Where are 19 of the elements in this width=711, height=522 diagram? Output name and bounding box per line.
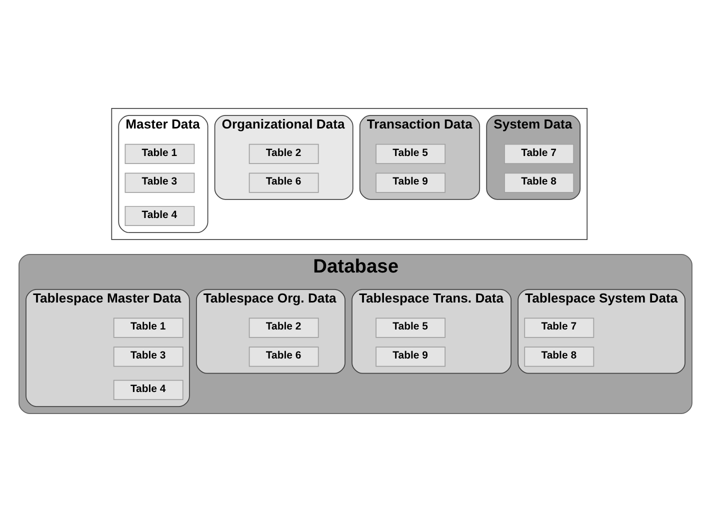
node-box: Table 3	[124, 172, 195, 193]
node-box: Table 7	[524, 318, 594, 338]
node-box: Table 5	[376, 144, 446, 164]
node-box: Table 8	[504, 172, 574, 193]
node-box: Table 5	[376, 318, 446, 338]
node-box: Table 6	[248, 172, 319, 193]
node-box: Table 1	[113, 318, 184, 338]
node-box: Table 4	[113, 380, 184, 400]
node-box: Table 7	[504, 144, 574, 164]
node-box: Table 2	[248, 318, 319, 338]
node-box: Table 1	[124, 144, 195, 164]
node-box: Table 9	[376, 172, 446, 193]
cluster	[111, 108, 588, 240]
node-box: Table 9	[376, 346, 446, 367]
node-box: Table 3	[113, 346, 184, 367]
node-box: Table 4	[124, 206, 195, 226]
node-box: Table 6	[248, 346, 319, 367]
node-box: Table 8	[524, 346, 594, 367]
node-box: Table 2	[248, 144, 319, 164]
